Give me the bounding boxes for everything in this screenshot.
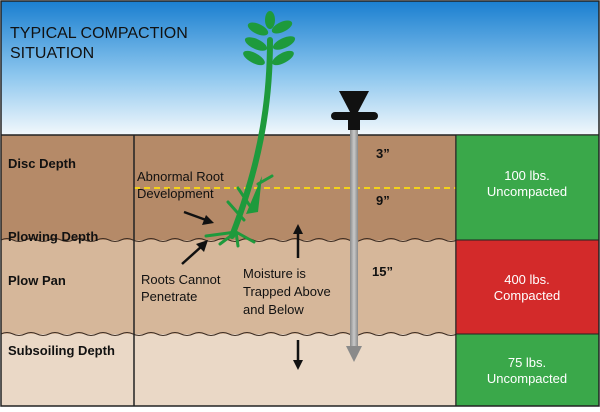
moisture-up-arrow bbox=[293, 224, 303, 258]
plowing-boundary bbox=[0, 238, 458, 242]
subsoiling-depth-label: Subsoiling Depth bbox=[8, 343, 115, 358]
abnormal-root-arrow bbox=[183, 210, 214, 225]
roots-cannot-line2: Penetrate bbox=[141, 289, 197, 304]
soil-plowpan-layer bbox=[1, 240, 456, 334]
diagram-title-line2: SITUATION bbox=[10, 45, 94, 62]
pressure-top-status: Uncompacted bbox=[487, 184, 567, 199]
pressure-top-value: 100 lbs. bbox=[504, 168, 550, 183]
moisture-line2: Trapped Above bbox=[243, 284, 331, 299]
penetrometer-grip bbox=[331, 112, 378, 120]
penetrometer-tip bbox=[346, 346, 362, 362]
subsoil-boundary bbox=[0, 332, 458, 336]
pressure-box-bottom bbox=[455, 333, 600, 407]
pressure-middle-status: Compacted bbox=[494, 288, 560, 303]
soil-subsoil-layer bbox=[1, 334, 456, 406]
abnormal-root-line2: Development bbox=[137, 186, 214, 201]
plowing-depth-label: Plowing Depth bbox=[8, 229, 98, 244]
plow-pan-label: Plow Pan bbox=[8, 273, 66, 288]
diagram-title-line1: TYPICAL COMPACTION bbox=[10, 25, 188, 42]
roots-cannot-line1: Roots Cannot bbox=[141, 272, 221, 287]
disc-depth-label: Disc Depth bbox=[8, 156, 76, 171]
roots-cannot-penetrate-arrow bbox=[181, 240, 208, 265]
pressure-box-top bbox=[455, 134, 600, 241]
depth-15-label: 15” bbox=[372, 264, 393, 279]
abnormal-root-line1: Abnormal Root bbox=[137, 169, 224, 184]
depth-3-label: 3” bbox=[376, 146, 390, 161]
pressure-bottom-status: Uncompacted bbox=[487, 371, 567, 386]
moisture-line1: Moisture is bbox=[243, 266, 306, 281]
moisture-line3: and Below bbox=[243, 302, 304, 317]
sky bbox=[1, 1, 599, 135]
depth-9-label: 9” bbox=[376, 193, 390, 208]
pressure-bottom-value: 75 lbs. bbox=[508, 355, 546, 370]
pressure-box-middle bbox=[455, 239, 600, 335]
plant-icon bbox=[204, 11, 296, 248]
penetrometer-shaft bbox=[350, 115, 358, 348]
penetrometer-handle bbox=[339, 91, 369, 112]
penetrometer-collar bbox=[348, 120, 360, 130]
moisture-down-arrow bbox=[293, 340, 303, 370]
pressure-middle-value: 400 lbs. bbox=[504, 272, 550, 287]
